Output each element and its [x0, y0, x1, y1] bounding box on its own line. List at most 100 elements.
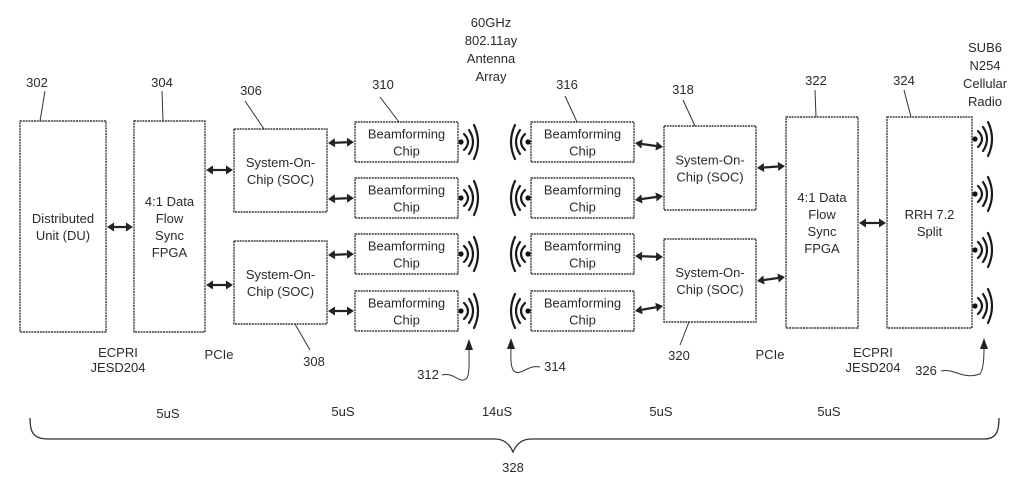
bf-left-4-label: Beamforming: [368, 296, 445, 311]
soc-right-top-label: System-On-: [675, 153, 744, 168]
soc306-bf2-connector: [328, 193, 354, 204]
bf-right-4-label: Chip: [569, 313, 596, 328]
latency-label: 14uS: [482, 404, 513, 419]
left-pcie-label: PCIe: [205, 347, 234, 362]
soc-right-bottom-block: System-On-Chip (SOC): [663, 238, 757, 323]
latency-label: 5uS: [649, 404, 672, 419]
mmwave-label-line: 60GHz: [471, 15, 511, 30]
soc-left-bottom-block: System-On-Chip (SOC): [233, 240, 328, 325]
bf-left-3-box: [354, 233, 459, 275]
antenna-left-icon: [458, 123, 480, 161]
bf-left-1-label: Chip: [393, 144, 420, 159]
bf-right-3-label: Beamforming: [544, 239, 621, 254]
ref-308-leader: [294, 323, 311, 351]
bf-right-2-label: Chip: [569, 200, 596, 215]
bf-left-4-label: Chip: [393, 313, 420, 328]
ref-314-arrowhead: [507, 338, 515, 349]
ref-312-arrow: [441, 345, 470, 381]
antenna-left-icon: [458, 292, 480, 330]
bf-right-4-box: [530, 290, 635, 332]
soc308-bf3-connector: [328, 249, 354, 260]
ref-320: 320: [668, 348, 690, 363]
soc308-bf4-connector: [328, 306, 354, 316]
bf-right-1-label: Beamforming: [544, 127, 621, 142]
cellular-label-line: Cellular: [963, 76, 1008, 91]
antenna-left-icon: [458, 179, 480, 217]
soc-right-bottom-box: [663, 238, 757, 323]
ref-314-arrow: [510, 344, 541, 373]
antenna-cellular-icon: [972, 231, 994, 269]
soc318-fpga-connector: [757, 162, 785, 172]
cellular-label-line: Radio: [968, 94, 1002, 109]
ref-322: 322: [805, 73, 827, 88]
ref-324-leader: [903, 89, 912, 118]
bf6-soc318-connector: [635, 192, 663, 204]
cellular-label-line: N254: [969, 58, 1000, 73]
fpga-left-label: Flow: [156, 211, 184, 226]
bf-left-1-box: [354, 121, 459, 163]
antenna-cellular-icon: [972, 120, 994, 158]
antenna-right-icon: [509, 292, 531, 330]
fpga-left-label: FPGA: [152, 245, 188, 260]
soc-left-bottom-label: System-On-: [246, 267, 315, 282]
bf7-soc320-connector: [635, 251, 663, 262]
fpga-left-label: Sync: [155, 228, 184, 243]
right-pcie-label: PCIe: [756, 347, 785, 362]
bf-right-1-box: [530, 121, 635, 163]
fpga-right-box: [785, 116, 859, 329]
ref-312: 312: [417, 367, 439, 382]
soc-right-top-label: Chip (SOC): [676, 170, 743, 185]
antenna-left-icon: [458, 235, 480, 273]
soc306-bf1-connector: [328, 137, 354, 148]
fpga-right-label: 4:1 Data: [797, 190, 847, 205]
mmwave-antenna-label: 60GHz 802.11ay Antenna Array: [465, 15, 518, 84]
antenna-right-icon: [509, 179, 531, 217]
fpga-soc308-connector: [206, 280, 233, 290]
bf-left-2-label: Chip: [393, 200, 420, 215]
latency-label: 5uS: [156, 406, 179, 421]
soc-right-bottom-label: Chip (SOC): [676, 282, 743, 297]
cellular-label-line: SUB6: [968, 40, 1002, 55]
ref-310: 310: [372, 77, 394, 92]
right-jesd-label: JESD204: [846, 360, 901, 375]
rrh-label: RRH 7.2: [905, 207, 955, 222]
ref-302-leader: [39, 90, 46, 122]
ref-314: 314: [544, 359, 566, 374]
ref-306-leader: [244, 100, 265, 130]
left-ecpri-label: ECPRI: [98, 345, 138, 360]
right-ecpri-label: ECPRI: [853, 345, 893, 360]
soc-left-top-label: Chip (SOC): [247, 172, 314, 187]
ref-326: 326: [915, 363, 937, 378]
antenna-right-icon: [509, 235, 531, 273]
ref-306: 306: [240, 83, 262, 98]
rrh-box: [886, 116, 973, 329]
ref-318-leader: [682, 99, 696, 127]
ref-324: 324: [893, 73, 915, 88]
antenna-cellular-icon: [972, 175, 994, 213]
ref-322-leader: [814, 89, 817, 118]
cellular-antenna-label: SUB6 N254 Cellular Radio: [963, 40, 1008, 109]
ref-328: 328: [502, 460, 524, 475]
bf-left-4-box: [354, 290, 459, 332]
ref-316: 316: [556, 77, 578, 92]
fpga-left-box: [133, 120, 206, 333]
latency-label: 5uS: [817, 404, 840, 419]
mmwave-label-line: 802.11ay: [465, 33, 518, 48]
latency-label: 5uS: [331, 404, 354, 419]
ref-304-leader: [161, 90, 164, 122]
fpga-right-label: FPGA: [804, 241, 840, 256]
fpga-right-label: Flow: [808, 207, 836, 222]
soc-left-top-box: [233, 128, 328, 213]
bf8-soc320-connector: [635, 302, 663, 315]
bf-right-2-box: [530, 177, 635, 219]
